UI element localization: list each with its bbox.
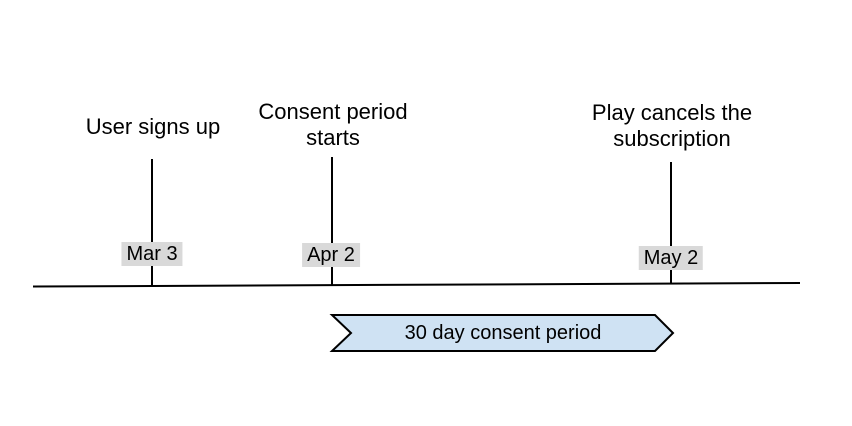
- date-badge-mar-3: Mar 3: [121, 242, 183, 266]
- date-badge-may-2: May 2: [638, 246, 704, 270]
- event-label-consent-period-starts: Consent period starts: [258, 99, 408, 150]
- event-label-play-cancels-subscription: Play cancels the subscription: [591, 100, 753, 151]
- tick-line-mar-3: [151, 159, 153, 286]
- consent-period-banner-shape: [329, 314, 675, 352]
- event-label-user-signs-up: User signs up: [85, 114, 221, 139]
- tick-line-may-2: [670, 162, 672, 283]
- tick-line-apr-2: [331, 157, 333, 285]
- timeline-axis-line: [32, 282, 801, 288]
- date-badge-apr-2: Apr 2: [302, 243, 360, 267]
- banner-label: 30 day consent period: [404, 321, 602, 344]
